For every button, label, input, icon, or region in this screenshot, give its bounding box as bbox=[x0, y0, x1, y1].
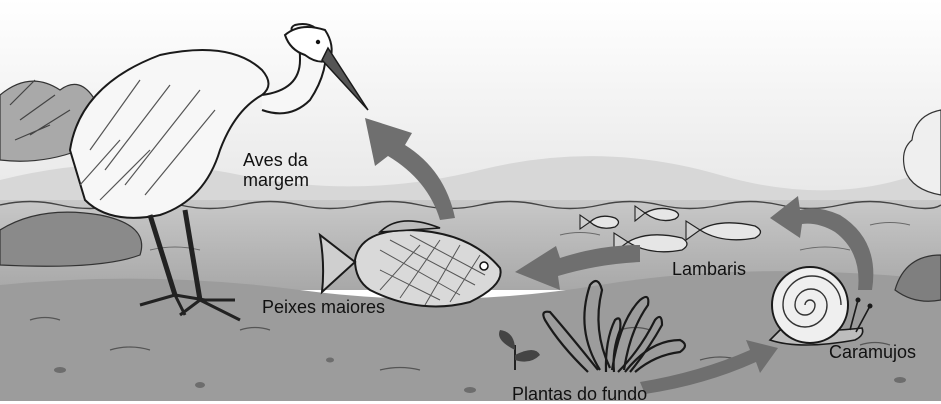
label-caramujos: Caramujos bbox=[829, 342, 917, 362]
large-fish-illustration bbox=[318, 220, 502, 308]
heron-legs bbox=[147, 209, 203, 301]
right-rock bbox=[894, 254, 941, 302]
snail-shell-spiral bbox=[782, 275, 842, 328]
small-plant-sprout bbox=[499, 330, 540, 370]
lambari-fish bbox=[634, 204, 680, 223]
large-fish-tail bbox=[318, 232, 357, 295]
label-aves-line1: Aves da bbox=[243, 150, 308, 170]
heron-illustration bbox=[68, 23, 369, 322]
left-rock bbox=[0, 211, 143, 267]
label-lambaris: Lambaris bbox=[672, 259, 747, 279]
label-plantas-do-fundo: Plantas do fundo bbox=[512, 384, 648, 404]
lambari-fish bbox=[685, 219, 762, 242]
snail-illustration bbox=[768, 266, 873, 346]
arrow-fish-to-heron bbox=[365, 118, 455, 220]
large-fish-scales bbox=[379, 234, 486, 306]
snail-eye bbox=[867, 303, 873, 309]
large-fish-eye bbox=[479, 261, 489, 271]
food-chain-arrows bbox=[365, 118, 874, 394]
heron-feet bbox=[139, 293, 241, 322]
right-cloud bbox=[902, 109, 941, 196]
heron-wing-feathers bbox=[79, 79, 216, 201]
snail-eye bbox=[855, 297, 861, 303]
bottom-plants-illustration bbox=[542, 279, 687, 373]
snail-antennae bbox=[849, 299, 871, 333]
arrow-snail-to-lambaris bbox=[770, 196, 874, 290]
label-aves-line2: margem bbox=[243, 170, 310, 190]
label-aves-da-margem: Aves da margem bbox=[243, 150, 309, 190]
heron-beak bbox=[321, 46, 369, 111]
large-fish-dorsal-fin bbox=[377, 220, 441, 233]
pebbles bbox=[54, 357, 906, 393]
heron-eye bbox=[315, 39, 321, 45]
arrow-lambaris-to-large-fish bbox=[515, 245, 640, 290]
arrow-plants-to-snail bbox=[640, 340, 778, 394]
left-bush-leaves bbox=[9, 79, 71, 141]
lambari-fish bbox=[579, 213, 620, 231]
label-peixes-maiores: Peixes maiores bbox=[262, 297, 386, 317]
